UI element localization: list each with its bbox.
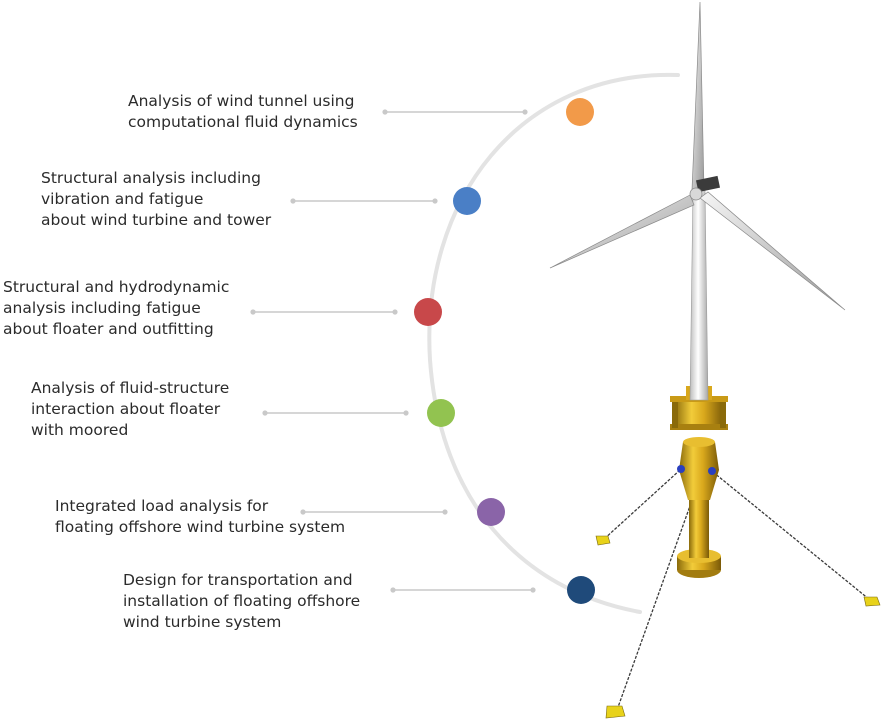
item-label-line: about floater and outfitting <box>3 320 214 338</box>
analysis-item: Design for transportation and installatio… <box>123 571 595 631</box>
item-label-line: Integrated load analysis for <box>55 497 269 515</box>
analysis-item: Structural analysis including vibration a… <box>41 169 481 229</box>
item-label-line: about wind turbine and tower <box>41 211 272 229</box>
item-label-line: computational fluid dynamics <box>128 113 358 131</box>
connector-end-dot <box>530 587 536 593</box>
connector-end-dot <box>390 587 396 593</box>
item-label-line: Structural and hydrodynamic <box>3 278 229 296</box>
item-label: Analysis of wind tunnel using computation… <box>128 92 358 131</box>
item-label-line: wind turbine system <box>123 613 281 631</box>
connector-end-dot <box>262 410 268 416</box>
tower <box>689 189 709 401</box>
analysis-item: Integrated load analysis for floating off… <box>55 497 505 536</box>
connector-end-dot <box>442 509 448 515</box>
connector-end-dot <box>403 410 409 416</box>
analysis-item: Analysis of fluid-structure interaction a… <box>31 379 455 439</box>
item-label-line: Analysis of wind tunnel using <box>128 92 354 110</box>
item-label-line: floating offshore wind turbine system <box>55 518 345 536</box>
item-label-line: installation of floating offshore <box>123 592 360 610</box>
mooring-lines <box>602 469 871 711</box>
milestone-dot <box>477 498 505 526</box>
anchors <box>595 535 881 719</box>
milestone-dot <box>414 298 442 326</box>
analysis-item: Analysis of wind tunnel using computation… <box>128 92 594 131</box>
item-label-line: Structural analysis including <box>41 169 261 187</box>
item-label: Design for transportation and installatio… <box>123 571 360 631</box>
item-label: Structural and hydrodynamic analysis incl… <box>3 278 229 338</box>
milestone-dot <box>567 576 595 604</box>
milestone-dot <box>427 399 455 427</box>
connector-end-dot <box>250 309 256 315</box>
timeline-arc <box>427 72 680 614</box>
item-label-line: Analysis of fluid-structure <box>31 379 229 397</box>
analysis-items: Analysis of wind tunnel using computation… <box>3 92 595 631</box>
item-label-line: vibration and fatigue <box>41 190 203 208</box>
floater <box>670 386 728 578</box>
milestone-dot <box>566 98 594 126</box>
item-label-line: with moored <box>31 421 128 439</box>
nacelle <box>695 175 721 193</box>
item-label: Integrated load analysis for floating off… <box>55 497 345 536</box>
wind-turbine-illustration <box>549 1 881 719</box>
connector-end-dot <box>392 309 398 315</box>
item-label: Structural analysis including vibration a… <box>41 169 272 229</box>
connector-end-dot <box>522 109 528 115</box>
connector-end-dot <box>432 198 438 204</box>
milestone-dot <box>453 187 481 215</box>
item-label-line: Design for transportation and <box>123 571 353 589</box>
connector-end-dot <box>290 198 296 204</box>
connector-end-dot <box>300 509 306 515</box>
hub <box>689 187 703 201</box>
analysis-item: Structural and hydrodynamic analysis incl… <box>3 278 442 338</box>
item-label-line: analysis including fatigue <box>3 299 201 317</box>
connector-end-dot <box>382 109 388 115</box>
item-label-line: interaction about floater <box>31 400 221 418</box>
item-label: Analysis of fluid-structure interaction a… <box>31 379 229 439</box>
